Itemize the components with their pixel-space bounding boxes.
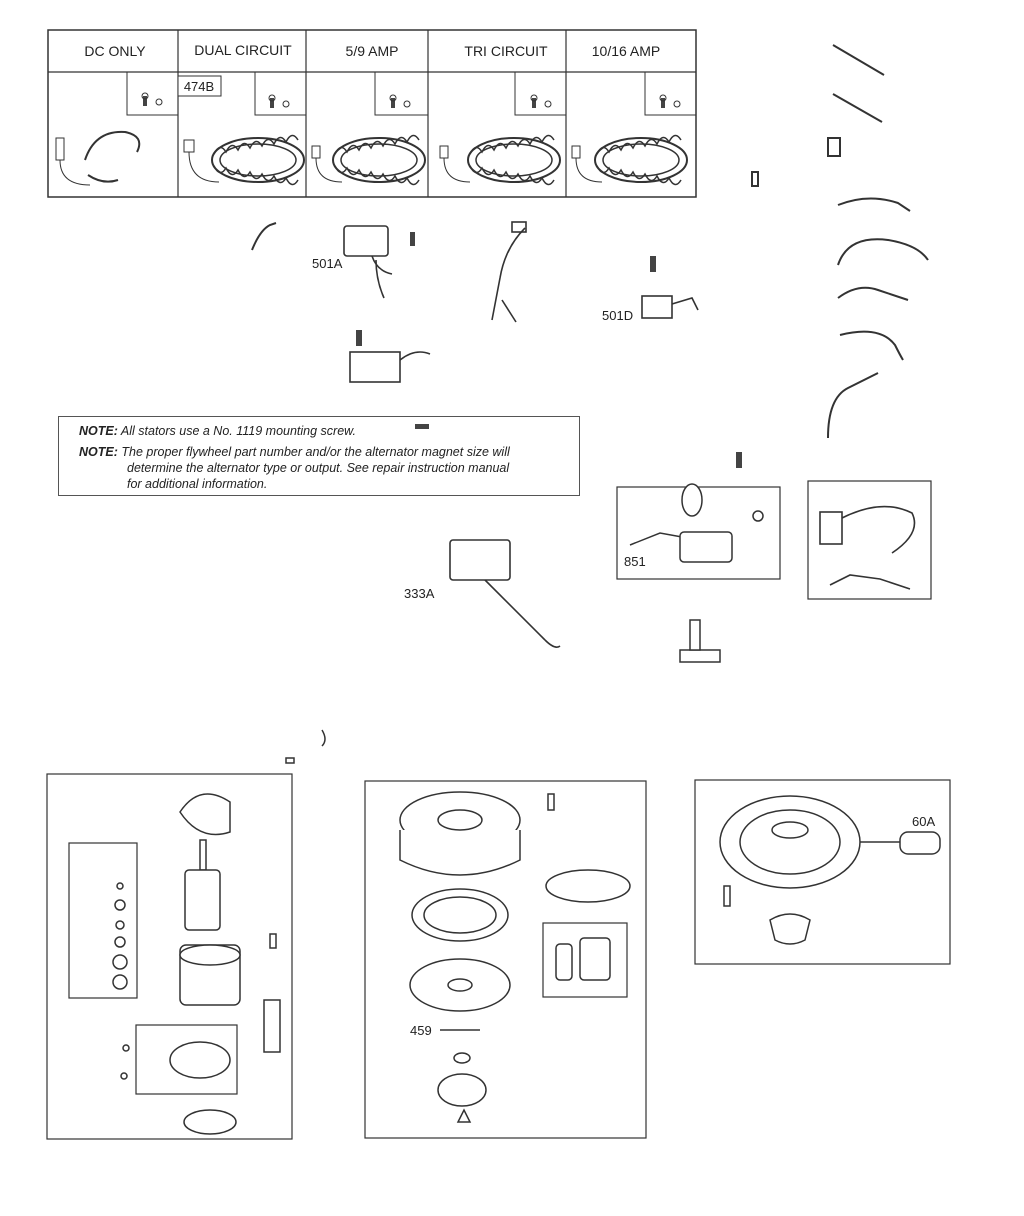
- wire-harness-kit: [819, 505, 916, 590]
- stator-dc-only: [55, 130, 141, 186]
- label-60a: 60A: [912, 814, 935, 829]
- small-clip: [285, 729, 326, 764]
- mounting-bracket: [679, 619, 721, 663]
- note-2: NOTE: The proper flywheel part number an…: [79, 444, 510, 461]
- screw-icon: [356, 330, 362, 346]
- label-333a: 333A: [404, 586, 435, 601]
- screw-icon: [530, 94, 552, 109]
- screw-icon: [736, 452, 742, 468]
- ignition-coil-333a: [449, 539, 561, 648]
- screw-icon: [389, 94, 411, 109]
- note-2-prefix: NOTE:: [79, 445, 118, 459]
- wire-lead: [251, 222, 277, 251]
- screw-icon: [659, 94, 681, 109]
- label-501d: 501D: [602, 308, 633, 323]
- note-2-line3: for additional information.: [127, 477, 268, 491]
- stator-table: DC ONLY DUAL CIRCUIT 5/9 AMP TRI CIRCUIT…: [47, 29, 697, 198]
- notes-box: NOTE: All stators use a No. 1119 mountin…: [58, 416, 580, 496]
- regulator-501d: [641, 295, 699, 319]
- starter-motor-assembly: [112, 793, 281, 1135]
- note-1: NOTE: All stators use a No. 1119 mountin…: [79, 423, 356, 440]
- header-tri-circuit: TRI CIRCUIT: [464, 43, 548, 59]
- stator-dual-circuit: [211, 134, 305, 186]
- rewind-starter-assembly: [399, 791, 631, 1123]
- label-459: 459: [410, 1023, 432, 1038]
- screw-icon: [268, 94, 290, 109]
- screw-icon: [650, 256, 656, 272]
- label-501a: 501A: [312, 256, 343, 271]
- stator-10-16-amp: [594, 134, 688, 186]
- screw-icon: [141, 92, 163, 107]
- header-10-16-amp: 10/16 AMP: [592, 43, 661, 59]
- label-851: 851: [624, 554, 646, 569]
- header-5-9-amp: 5/9 AMP: [346, 43, 399, 59]
- note-1-text: All stators use a No. 1119 mounting scre…: [120, 424, 356, 438]
- screw-icon: [410, 232, 415, 246]
- note-2-line2: determine the alternator type or output.…: [127, 461, 510, 475]
- badge-474b: 474B: [184, 79, 214, 94]
- header-dual-circuit: DUAL CIRCUIT: [194, 42, 292, 58]
- regulator-assembly: [349, 351, 431, 383]
- regulator-501a: [343, 225, 393, 299]
- ignition-module-851: [629, 483, 764, 563]
- screw-icon: [415, 424, 429, 429]
- recoil-starter-60a: [719, 795, 941, 945]
- note-2-line1: The proper flywheel part number and/or t…: [121, 445, 510, 459]
- wire-harnesses: [751, 44, 929, 439]
- header-dc-only: DC ONLY: [84, 43, 146, 59]
- stator-5-9-amp: [332, 134, 426, 186]
- diode-lead: [491, 221, 527, 323]
- stator-tri-circuit: [467, 134, 561, 186]
- note-1-prefix: NOTE:: [79, 424, 118, 438]
